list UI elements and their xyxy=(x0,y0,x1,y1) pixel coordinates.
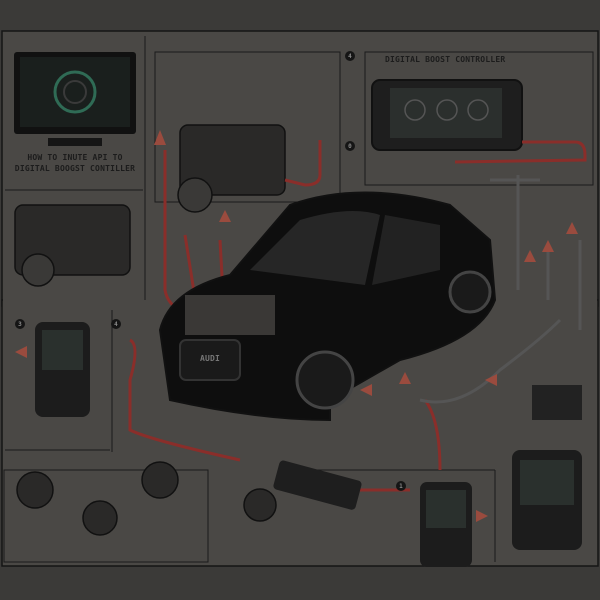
battery-icon xyxy=(532,385,582,420)
car-badge: AUDI xyxy=(199,354,221,363)
panel-borders xyxy=(3,36,594,563)
arrow-icon xyxy=(15,130,578,522)
title-line-1: HOW TO INUTE API TO xyxy=(27,153,123,162)
hose-icon xyxy=(419,175,582,404)
step-badge: 1 xyxy=(399,483,403,490)
step-badge: 4 xyxy=(114,321,118,328)
car-illustration xyxy=(158,191,497,422)
step-badge: 0 xyxy=(348,143,352,150)
title-panel-heading: HOW TO INUTE API TO DIGITAL BOOGST CONTI… xyxy=(10,152,140,174)
controller-heading: DIGITAL BOOST CONTROLLER xyxy=(385,55,506,64)
engine-icon xyxy=(14,124,286,287)
title-line-2: DIGITAL BOOGST CONTILLER xyxy=(14,164,136,173)
handheld-gauge-icon xyxy=(35,322,582,567)
monitor-icon xyxy=(14,52,136,146)
step-badge: 3 xyxy=(18,321,22,328)
turbocharger-icon xyxy=(16,461,277,536)
step-badges xyxy=(15,51,406,491)
power-adapter-icon xyxy=(273,460,362,510)
boost-controller-icon xyxy=(371,79,523,151)
step-badge: 4 xyxy=(348,53,352,60)
